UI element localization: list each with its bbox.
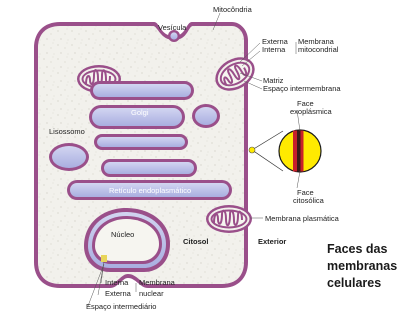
caption-line-3: celulares [327,275,397,292]
lysosome [49,143,89,171]
label-face-citosolica-2: citosólica [293,196,325,205]
label-membrana-nuclear-2: nuclear [139,289,164,298]
label-lisossomo: Lisossomo [49,127,85,136]
caption-line-1: Faces das [327,241,397,258]
caption-line-2: membranas [327,258,397,275]
label-espaco-intermediario: Espaço intermediário [86,302,156,311]
label-espaco-intermembrana: Espaço intermembrana [263,84,341,93]
label-membrana-nuclear-1: Membrana [139,278,176,287]
label-golgi: Golgi [131,108,149,117]
label-mitocondria: Mitocôndria [213,5,253,14]
mitochondrion-bottom [206,205,252,233]
label-nucleo: Núcleo [111,230,134,239]
label-membrana-plasmatica: Membrana plasmática [265,214,340,223]
membrane-zoom-detail [249,130,321,172]
label-face-exoplasmica-2: exoplásmica [290,107,333,116]
label-externa-nuclear: Externa [105,289,132,298]
label-membrana-mitocondrial-2: mitocondrial [298,45,339,54]
label-interna-nuclear: Interna [105,278,129,287]
label-exterior: Exterior [258,237,286,246]
label-reticulo: Retículo endoplasmático [109,186,191,195]
figure-caption: Faces das membranas celulares [327,241,397,292]
label-vesicula: Vesícula [158,23,187,32]
label-interna-mitocondria: Interna [262,45,286,54]
label-citosol: Citosol [183,237,208,246]
